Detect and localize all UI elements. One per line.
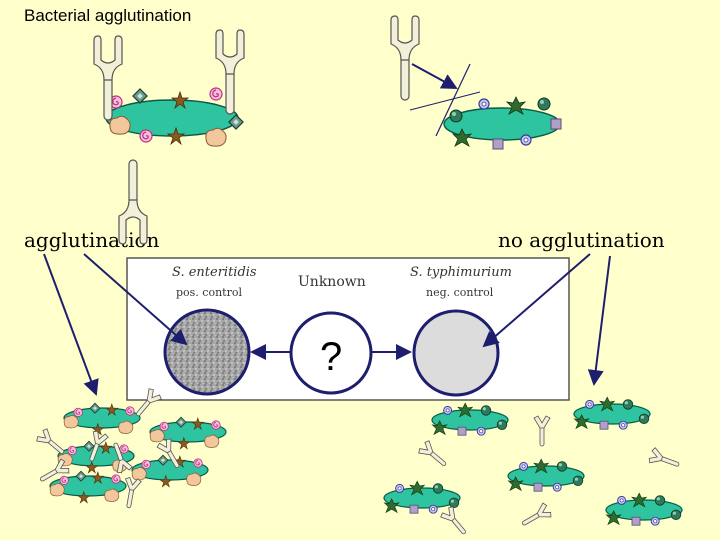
diagram-title: Bacterial agglutination (24, 6, 192, 25)
pointer-arrow (43, 253, 99, 396)
cross-out-line (435, 63, 471, 137)
antibody-icon (118, 159, 148, 245)
no-agglutination-label: no agglutination (498, 228, 665, 252)
agglutinated-cluster (34, 386, 226, 510)
cross-out-line (409, 91, 481, 111)
right-control-label: neg. control (426, 286, 494, 299)
pointer-arrow (587, 255, 611, 386)
free-bacteria (384, 397, 682, 539)
enteritidis-bacterium-top (105, 87, 244, 147)
antibody-icon (215, 29, 245, 115)
question-mark: ? (320, 335, 342, 379)
unknown-label: Unknown (298, 274, 366, 290)
antibody-icon (390, 15, 420, 101)
pointer-arrow (482, 253, 591, 348)
typhimurium-bacterium-top (443, 96, 562, 150)
unknown-well (289, 311, 373, 395)
pointer-arrow (83, 253, 188, 346)
right-organism-label: S. typhimurium (410, 265, 512, 280)
left-control-label: pos. control (176, 286, 242, 299)
left-organism-label: S. enteritidis (172, 265, 257, 280)
negative-control-well (412, 309, 500, 397)
positive-control-well (163, 308, 251, 396)
binding-arrow (411, 63, 458, 89)
agglutination-label: agglutination (24, 228, 160, 252)
